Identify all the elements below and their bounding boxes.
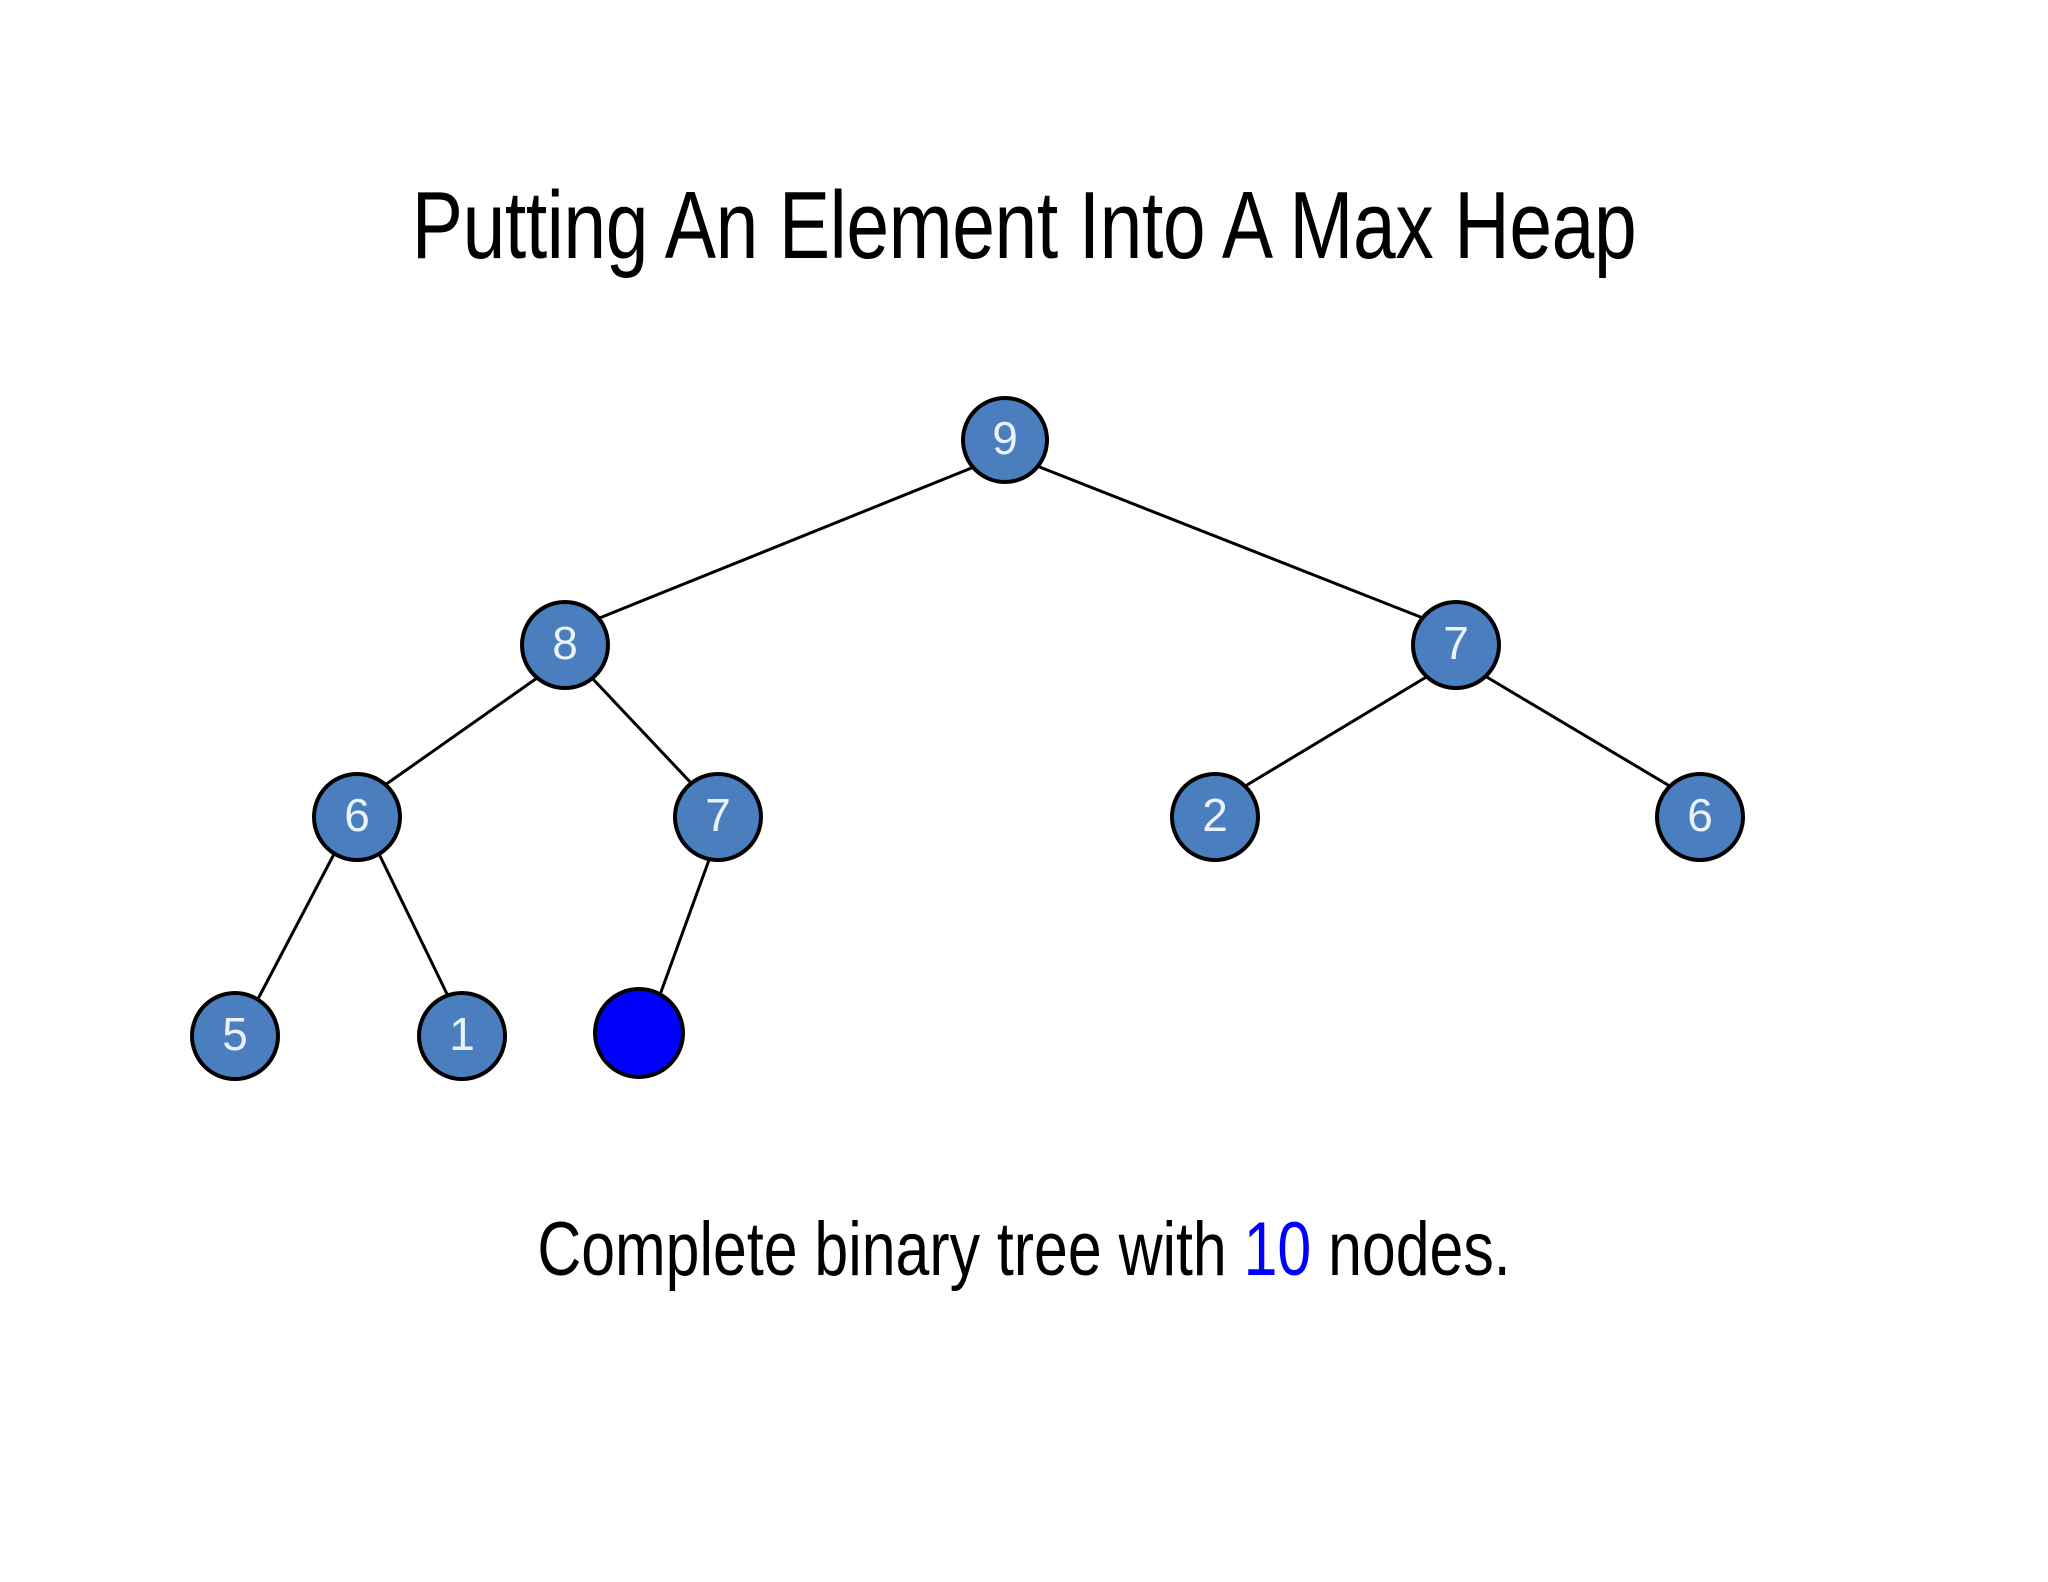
tree-edge-n3-n8 xyxy=(378,854,450,998)
page-title: Putting An Element Into A Max Heap xyxy=(411,172,1637,279)
tree-node-7[interactable]: 7 xyxy=(673,772,763,862)
caption-node-count: 10 xyxy=(1243,1207,1312,1292)
node-circle[interactable] xyxy=(1655,772,1745,862)
node-label: 1 xyxy=(449,1008,475,1060)
tree-node-7[interactable]: 7 xyxy=(1411,600,1501,690)
tree-node-5[interactable]: 5 xyxy=(190,991,280,1081)
node-circle[interactable] xyxy=(1170,772,1260,862)
node-circle[interactable] xyxy=(961,396,1049,484)
tree-node-highlighted[interactable] xyxy=(593,987,685,1079)
tree-edges-group xyxy=(257,464,1675,999)
node-circle[interactable] xyxy=(593,987,685,1079)
tree-edge-n4-n9 xyxy=(659,858,711,994)
node-circle[interactable] xyxy=(312,772,402,862)
tree-node-8[interactable]: 8 xyxy=(520,600,610,690)
tree-edge-n1-n4 xyxy=(590,676,694,786)
node-label: 2 xyxy=(1202,789,1228,841)
caption-text-before: Complete binary tree with xyxy=(537,1207,1244,1292)
tree-node-9[interactable]: 9 xyxy=(961,396,1049,484)
tree-edge-n2-n6 xyxy=(1483,674,1675,790)
tree-edge-n1-n3 xyxy=(383,676,539,787)
node-label: 9 xyxy=(992,412,1018,464)
node-circle[interactable] xyxy=(417,991,507,1081)
node-circle[interactable] xyxy=(190,991,280,1081)
tree-node-6[interactable]: 6 xyxy=(312,772,402,862)
node-label: 7 xyxy=(705,789,731,841)
node-label: 6 xyxy=(1687,789,1713,841)
node-circle[interactable] xyxy=(673,772,763,862)
tree-nodes-group: 9 8 7 6 7 2 6 5 1 xyxy=(190,396,1745,1081)
tree-edge-n0-n1 xyxy=(595,465,976,621)
node-circle[interactable] xyxy=(520,600,610,690)
tree-node-6[interactable]: 6 xyxy=(1655,772,1745,862)
node-label: 8 xyxy=(552,617,578,669)
tree-edge-n0-n2 xyxy=(1035,464,1430,622)
node-label: 5 xyxy=(222,1008,248,1060)
node-label: 7 xyxy=(1443,617,1469,669)
node-label: 6 xyxy=(344,789,370,841)
node-circle[interactable] xyxy=(1411,600,1501,690)
tree-edge-n2-n5 xyxy=(1240,674,1430,790)
caption: Complete binary tree with 10 nodes. xyxy=(205,1212,1843,1288)
tree-node-2[interactable]: 2 xyxy=(1170,772,1260,862)
tree-edge-n3-n7 xyxy=(257,854,335,999)
tree-node-1[interactable]: 1 xyxy=(417,991,507,1081)
caption-text-after: nodes. xyxy=(1311,1207,1511,1292)
